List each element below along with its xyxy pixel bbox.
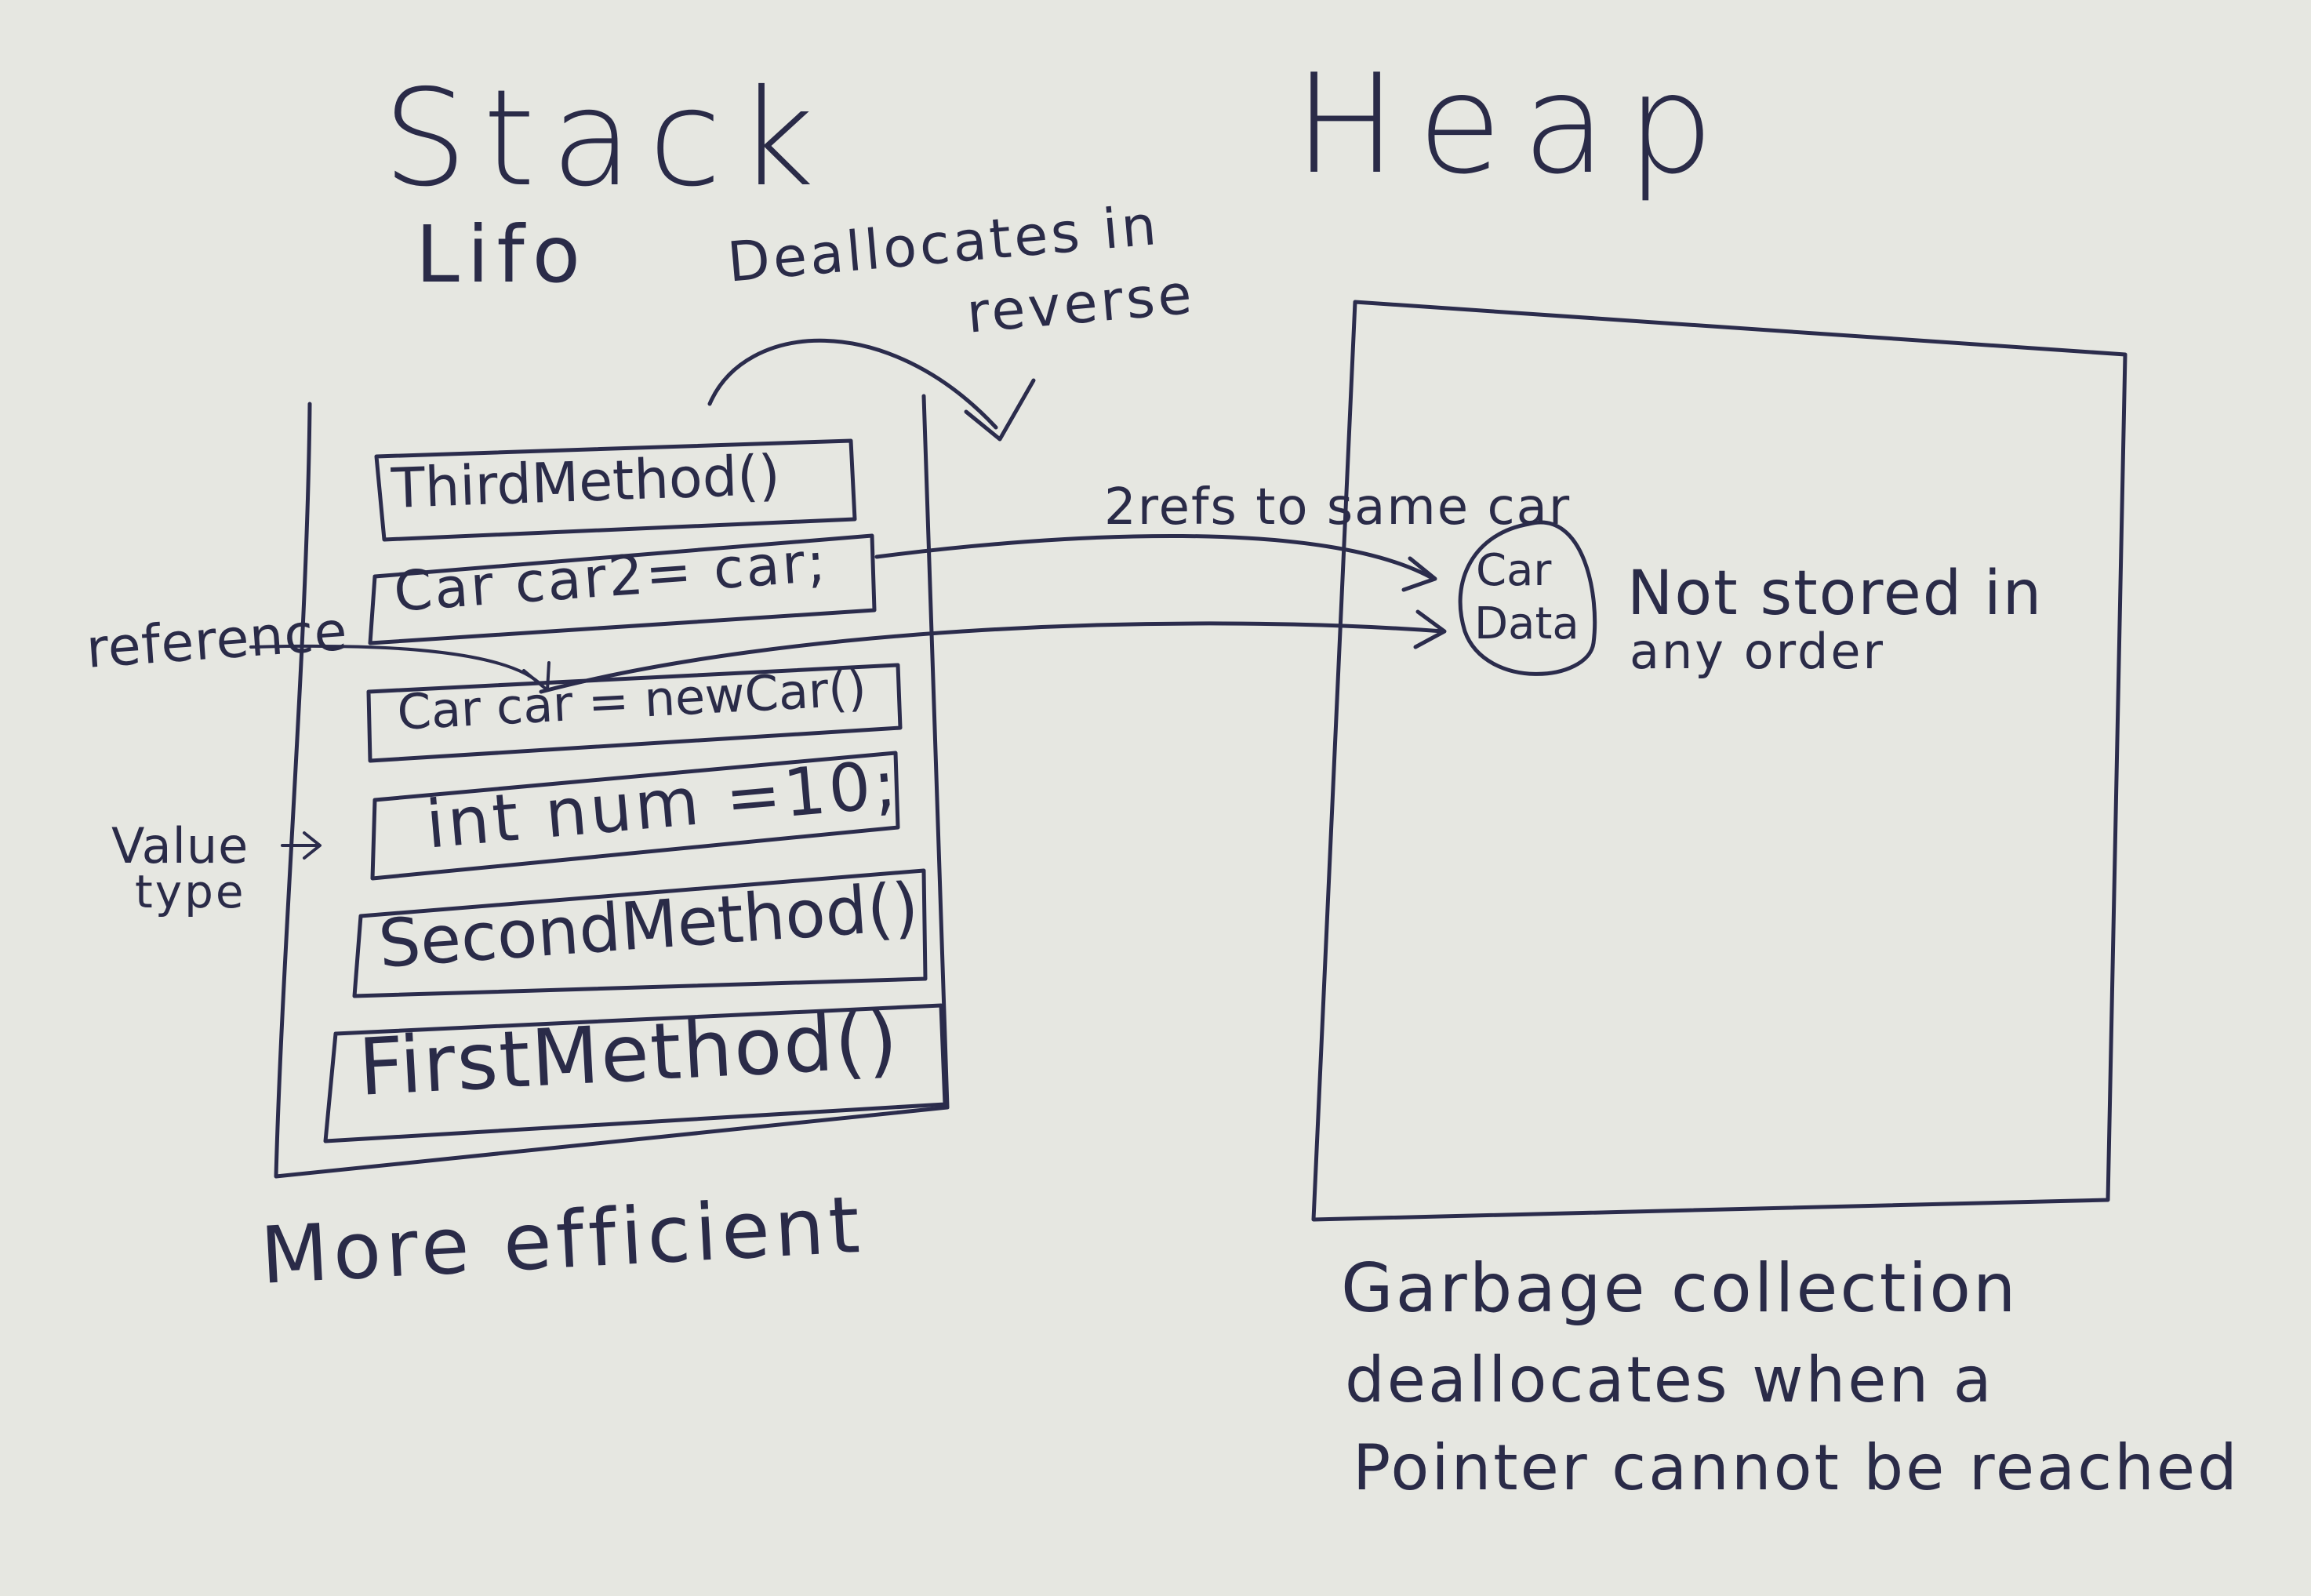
gc-label-line3: Pointer cannot be reached (1353, 1431, 2240, 1504)
lifo-label: Lifo (416, 209, 588, 300)
car-data-ellipse (1458, 520, 1597, 676)
car-ref-arrowhead (1413, 609, 1447, 649)
frame-car-box (366, 663, 903, 763)
gc-label-line2: deallocates when a (1345, 1343, 1994, 1416)
two-refs-label: 2refs to same car (1104, 478, 1572, 536)
frame-first-method-box (323, 1003, 947, 1143)
value-type-pointer-head (303, 831, 322, 860)
heap-title: Heap (1294, 45, 1735, 205)
value-type-label-line2: type (135, 865, 246, 918)
heap-container (1311, 300, 2128, 1222)
frame-second-method-box (352, 868, 928, 998)
gc-label-line1: Garbage collection (1341, 1249, 2018, 1328)
frame-int-num-box (370, 751, 900, 881)
stack-container (274, 394, 950, 1179)
not-stored-label-line1: Not stored in (1627, 558, 2044, 629)
car-ref-arrow (539, 621, 1445, 694)
stack-title: Stack (383, 61, 830, 216)
frame-third-method: ThirdMethod() (390, 442, 782, 521)
not-stored-label-line2: any order (1630, 623, 1886, 680)
frame-third-method-box (374, 438, 857, 542)
deallocates-arrowhead (964, 378, 1036, 442)
reference-pointer (249, 644, 544, 688)
car2-ref-arrowhead (1401, 556, 1437, 592)
car-data-line2: Data (1474, 598, 1579, 649)
frame-car2-box (368, 533, 877, 645)
value-type-label-line1: Value (111, 817, 249, 874)
car2-ref-arrow (874, 533, 1436, 581)
deallocates-arrow (707, 338, 998, 430)
car-data-line1: Car (1476, 545, 1552, 596)
reference-pointer-head (522, 661, 550, 692)
